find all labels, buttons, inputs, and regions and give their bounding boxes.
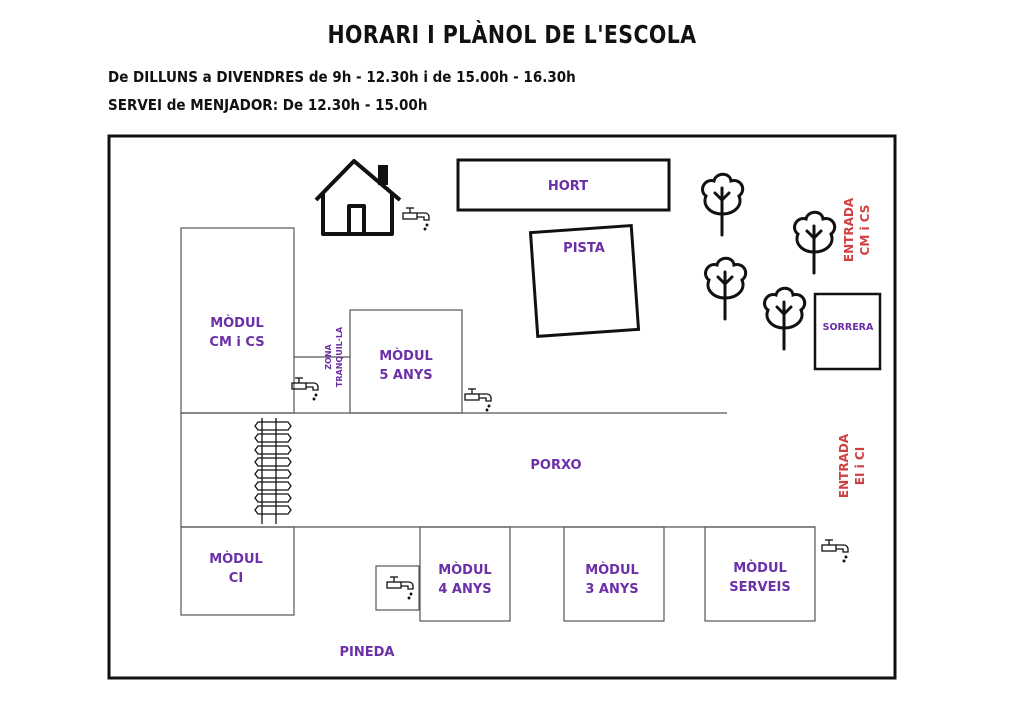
modul-cm-cs-line1: MÒDUL (210, 315, 264, 331)
modul-ci-line2: CI (229, 571, 243, 586)
entrada-ei-ci-line2: EI i CI (853, 447, 867, 485)
modul-5-anys-line2: 5 ANYS (379, 368, 432, 383)
hort-area (456, 158, 671, 212)
modul-4-anys-area (419, 526, 511, 622)
tap-icon (464, 388, 492, 412)
modul-5-anys-line1: MÒDUL (379, 348, 433, 364)
modul-3-anys-line1: MÒDUL (585, 562, 639, 578)
tap-icon (821, 539, 849, 563)
modul-serveis-line1: MÒDUL (733, 560, 787, 576)
modul-4-anys-line1: MÒDUL (438, 562, 492, 578)
fence-icon (254, 418, 292, 524)
schedule-text: De DILLUNS a DIVENDRES de 9h - 12.30h i … (108, 68, 576, 86)
pista-area (528, 223, 641, 338)
sorrera-label: SORRERA (823, 322, 874, 333)
lunch-text: SERVEI de MENJADOR: De 12.30h - 15.00h (108, 96, 428, 114)
modul-ci-area (180, 526, 295, 616)
porxo-label: PORXO (530, 458, 581, 473)
modul-serveis-area (704, 526, 816, 622)
modul-3-anys-line2: 3 ANYS (585, 582, 638, 597)
modul-4-anys-line2: 4 ANYS (438, 582, 491, 597)
modul-ci-line1: MÒDUL (209, 551, 263, 567)
sorrera-area (813, 292, 882, 371)
modul-serveis-line2: SERVEIS (729, 580, 790, 595)
tree-icon (793, 210, 837, 275)
school-boundary (107, 134, 897, 680)
pineda-label: PINEDA (340, 645, 395, 660)
pista-label: PISTA (563, 241, 605, 256)
zona-tranquila-line2: TRANQUIL·LA (335, 326, 344, 387)
tap-box (375, 565, 420, 611)
modul-3-anys-area (563, 526, 665, 622)
modul-cm-cs-line2: CM i CS (209, 335, 264, 350)
tree-icon (704, 256, 748, 321)
zona-tranquila-line1: ZONA (324, 343, 333, 369)
tap-icon (402, 207, 430, 231)
entrada-cm-cs-line2: CM i CS (858, 205, 872, 256)
house-icon (314, 159, 402, 236)
tap-icon (386, 576, 414, 600)
hort-label: HORT (548, 179, 588, 194)
entrada-cm-cs-line1: ENTRADA (842, 197, 856, 262)
tree-icon (763, 286, 807, 351)
tree-icon (701, 172, 745, 237)
page-title: HORARI I PLÀNOL DE L'ESCOLA (327, 20, 697, 49)
tap-icon (291, 377, 319, 401)
entrada-ei-ci-line1: ENTRADA (837, 433, 851, 498)
